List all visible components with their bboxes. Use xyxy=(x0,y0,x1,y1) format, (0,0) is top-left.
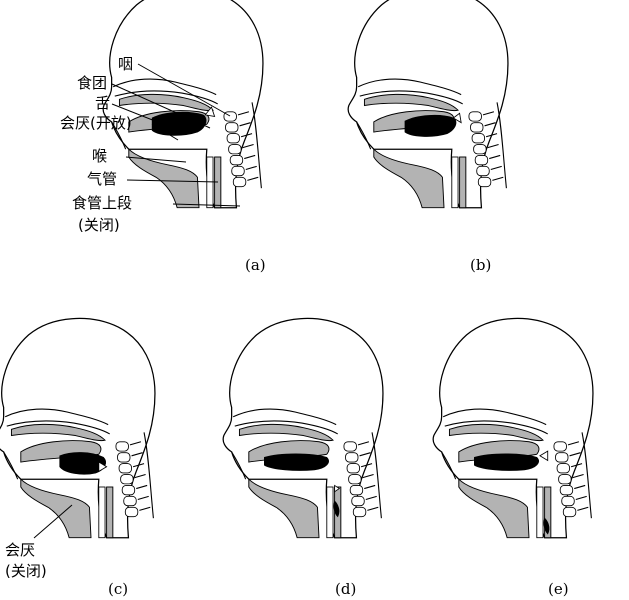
head-figure-d xyxy=(222,317,384,539)
panel-c: 会厌 (关闭) (c) xyxy=(0,317,156,598)
head-figure-c xyxy=(0,317,156,539)
panel-e: (e) xyxy=(432,317,594,598)
label-trachea: 气管 xyxy=(87,170,117,188)
head-figure-a xyxy=(102,0,264,209)
label-epiglottis-open: 会厌(开放) xyxy=(60,114,132,132)
caption-b: (b) xyxy=(470,256,491,274)
caption-d: (d) xyxy=(335,580,356,598)
label-bolus: 食团 xyxy=(77,74,107,92)
label-tongue: 舌 xyxy=(95,94,110,112)
panel-a: 咽 食团 舌 会厌(开放) 喉 气管 食管上段 (关闭) (a) xyxy=(60,0,266,274)
caption-e: (e) xyxy=(548,580,569,598)
caption-c: (c) xyxy=(108,580,128,598)
label-closed-c: (关闭) xyxy=(5,562,47,580)
caption-a: (a) xyxy=(245,256,266,274)
label-closed-a: (关闭) xyxy=(78,216,120,234)
panel-d: (d) xyxy=(222,317,384,598)
label-esophagus-upper: 食管上段 xyxy=(72,194,132,212)
panel-b: (b) xyxy=(347,0,509,274)
head-figure-e xyxy=(432,317,594,539)
label-epiglottis-c: 会厌 xyxy=(5,541,35,559)
head-figure-b xyxy=(347,0,509,209)
label-pharynx: 咽 xyxy=(118,55,133,73)
label-larynx: 喉 xyxy=(92,147,107,165)
